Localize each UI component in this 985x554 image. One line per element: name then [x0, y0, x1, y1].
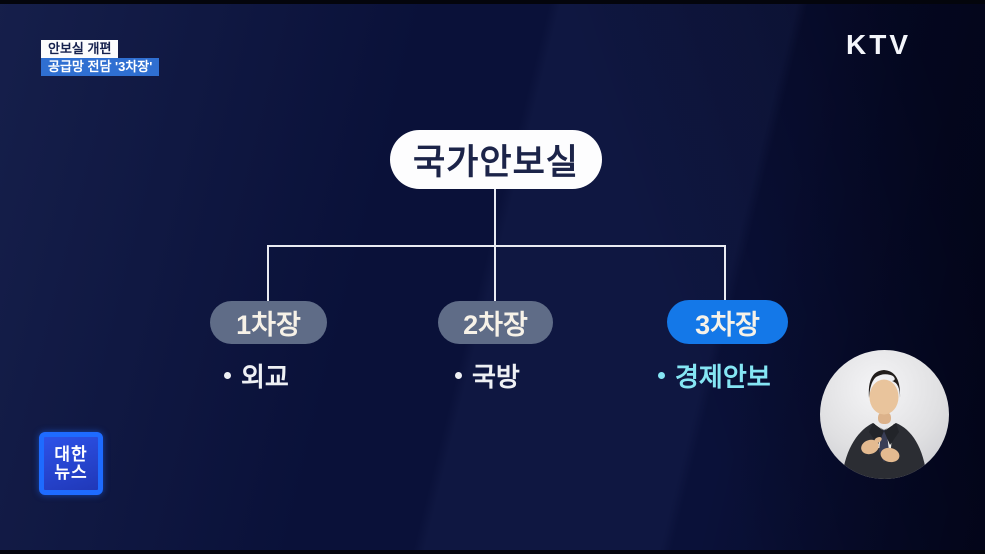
connector-child2-vertical	[494, 245, 496, 302]
connector-child1-vertical	[267, 245, 269, 302]
letterbox-bottom	[0, 550, 985, 554]
org-node-deputy3-highlighted: 3차장	[667, 300, 788, 344]
bullet-icon	[455, 372, 462, 379]
org-node-deputy1: 1차장	[210, 301, 327, 344]
connector-horizontal	[267, 245, 726, 247]
org-detail-label: 경제안보	[675, 362, 771, 392]
org-detail-deputy1: 외교	[224, 357, 289, 394]
headline-badge-secondary: 공급망 전담 '3차장'	[41, 58, 160, 76]
letterbox-top	[0, 0, 985, 4]
program-logo-line1: 대한	[54, 444, 88, 464]
sign-language-interpreter-circle	[820, 350, 949, 479]
connector-child3-vertical	[724, 245, 726, 301]
headline-badges: 안보실 개편 공급망 전담 '3차장'	[41, 40, 160, 76]
org-detail-label: 국방	[472, 362, 520, 392]
channel-logo-ktv: KTV	[846, 29, 911, 60]
program-logo-daehan-news: 대한 뉴스	[39, 432, 103, 495]
org-detail-deputy3-highlighted: 경제안보	[658, 357, 771, 394]
headline-badge-primary: 안보실 개편	[41, 40, 119, 58]
program-logo-line2: 뉴스	[54, 462, 88, 482]
org-detail-label: 외교	[241, 362, 289, 392]
bullet-icon	[658, 372, 665, 379]
org-node-deputy2: 2차장	[438, 301, 553, 344]
connector-root-vertical	[494, 189, 496, 245]
org-root-node: 국가안보실	[390, 130, 602, 189]
bullet-icon	[224, 372, 231, 379]
org-detail-deputy2: 국방	[455, 357, 520, 394]
interpreter-figure	[842, 370, 927, 479]
